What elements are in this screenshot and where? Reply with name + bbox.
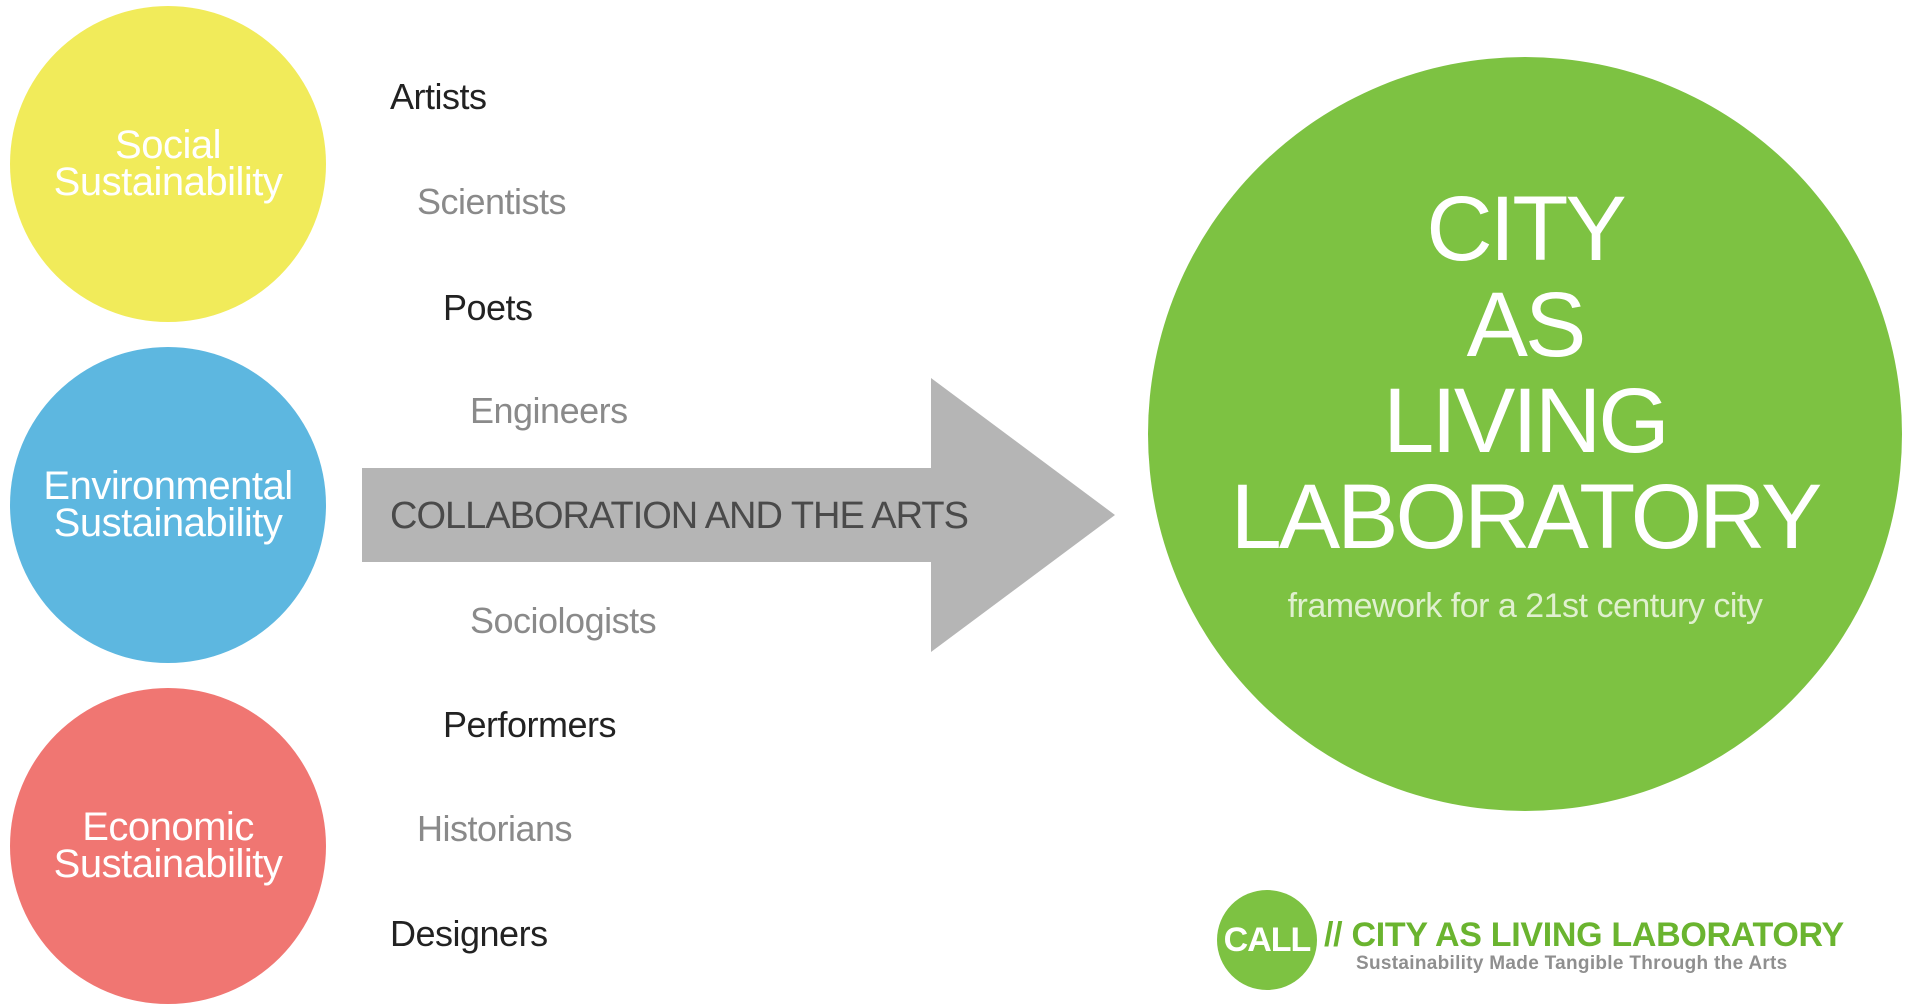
main-title-line1: CITY xyxy=(1426,178,1627,280)
main-subtitle: framework for a 21st century city xyxy=(1287,587,1763,625)
pillar-label-line2: Sustainability xyxy=(53,160,283,204)
collaboration-arrow xyxy=(362,378,1115,652)
environmental-sustainability-circle: Environmental Sustainability xyxy=(10,347,326,663)
main-title-line2: AS xyxy=(1466,274,1587,376)
logo-title-text: CITY AS LIVING LABORATORY xyxy=(1351,916,1844,954)
logo-mark-text: CALL xyxy=(1223,920,1312,959)
role-poets: Poets xyxy=(443,287,533,328)
role-scientists: Scientists xyxy=(417,181,567,222)
role-sociologists: Sociologists xyxy=(470,600,657,641)
pillar-label-line2: Sustainability xyxy=(53,842,283,886)
economic-sustainability-circle: Economic Sustainability xyxy=(10,688,326,1004)
logo-separator: // xyxy=(1324,916,1343,954)
pillar-label-line1: Economic xyxy=(82,805,254,849)
role-performers: Performers xyxy=(443,704,617,745)
role-historians: Historians xyxy=(417,808,573,849)
role-designers: Designers xyxy=(390,913,548,954)
pillar-label-line2: Sustainability xyxy=(53,501,283,545)
logo-tagline: Sustainability Made Tangible Through the… xyxy=(1356,953,1788,974)
role-artists: Artists xyxy=(390,76,487,117)
pillar-label-line1: Social xyxy=(115,123,221,167)
main-title-line3: LIVING xyxy=(1383,370,1670,472)
logo-title: // CITY AS LIVING LABORATORY xyxy=(1324,915,1844,955)
social-sustainability-circle: Social Sustainability xyxy=(10,6,326,322)
main-title-line4: LABORATORY xyxy=(1230,466,1823,568)
pillar-label-line1: Environmental xyxy=(43,464,293,508)
collaboration-label: COLLABORATION AND THE ARTS xyxy=(390,495,969,537)
arrow-shape xyxy=(362,378,1115,652)
call-logo-icon: CALL xyxy=(1217,890,1317,990)
city-as-living-laboratory-circle: CITY AS LIVING LABORATORY framework for … xyxy=(1148,57,1902,811)
role-engineers: Engineers xyxy=(470,390,628,431)
